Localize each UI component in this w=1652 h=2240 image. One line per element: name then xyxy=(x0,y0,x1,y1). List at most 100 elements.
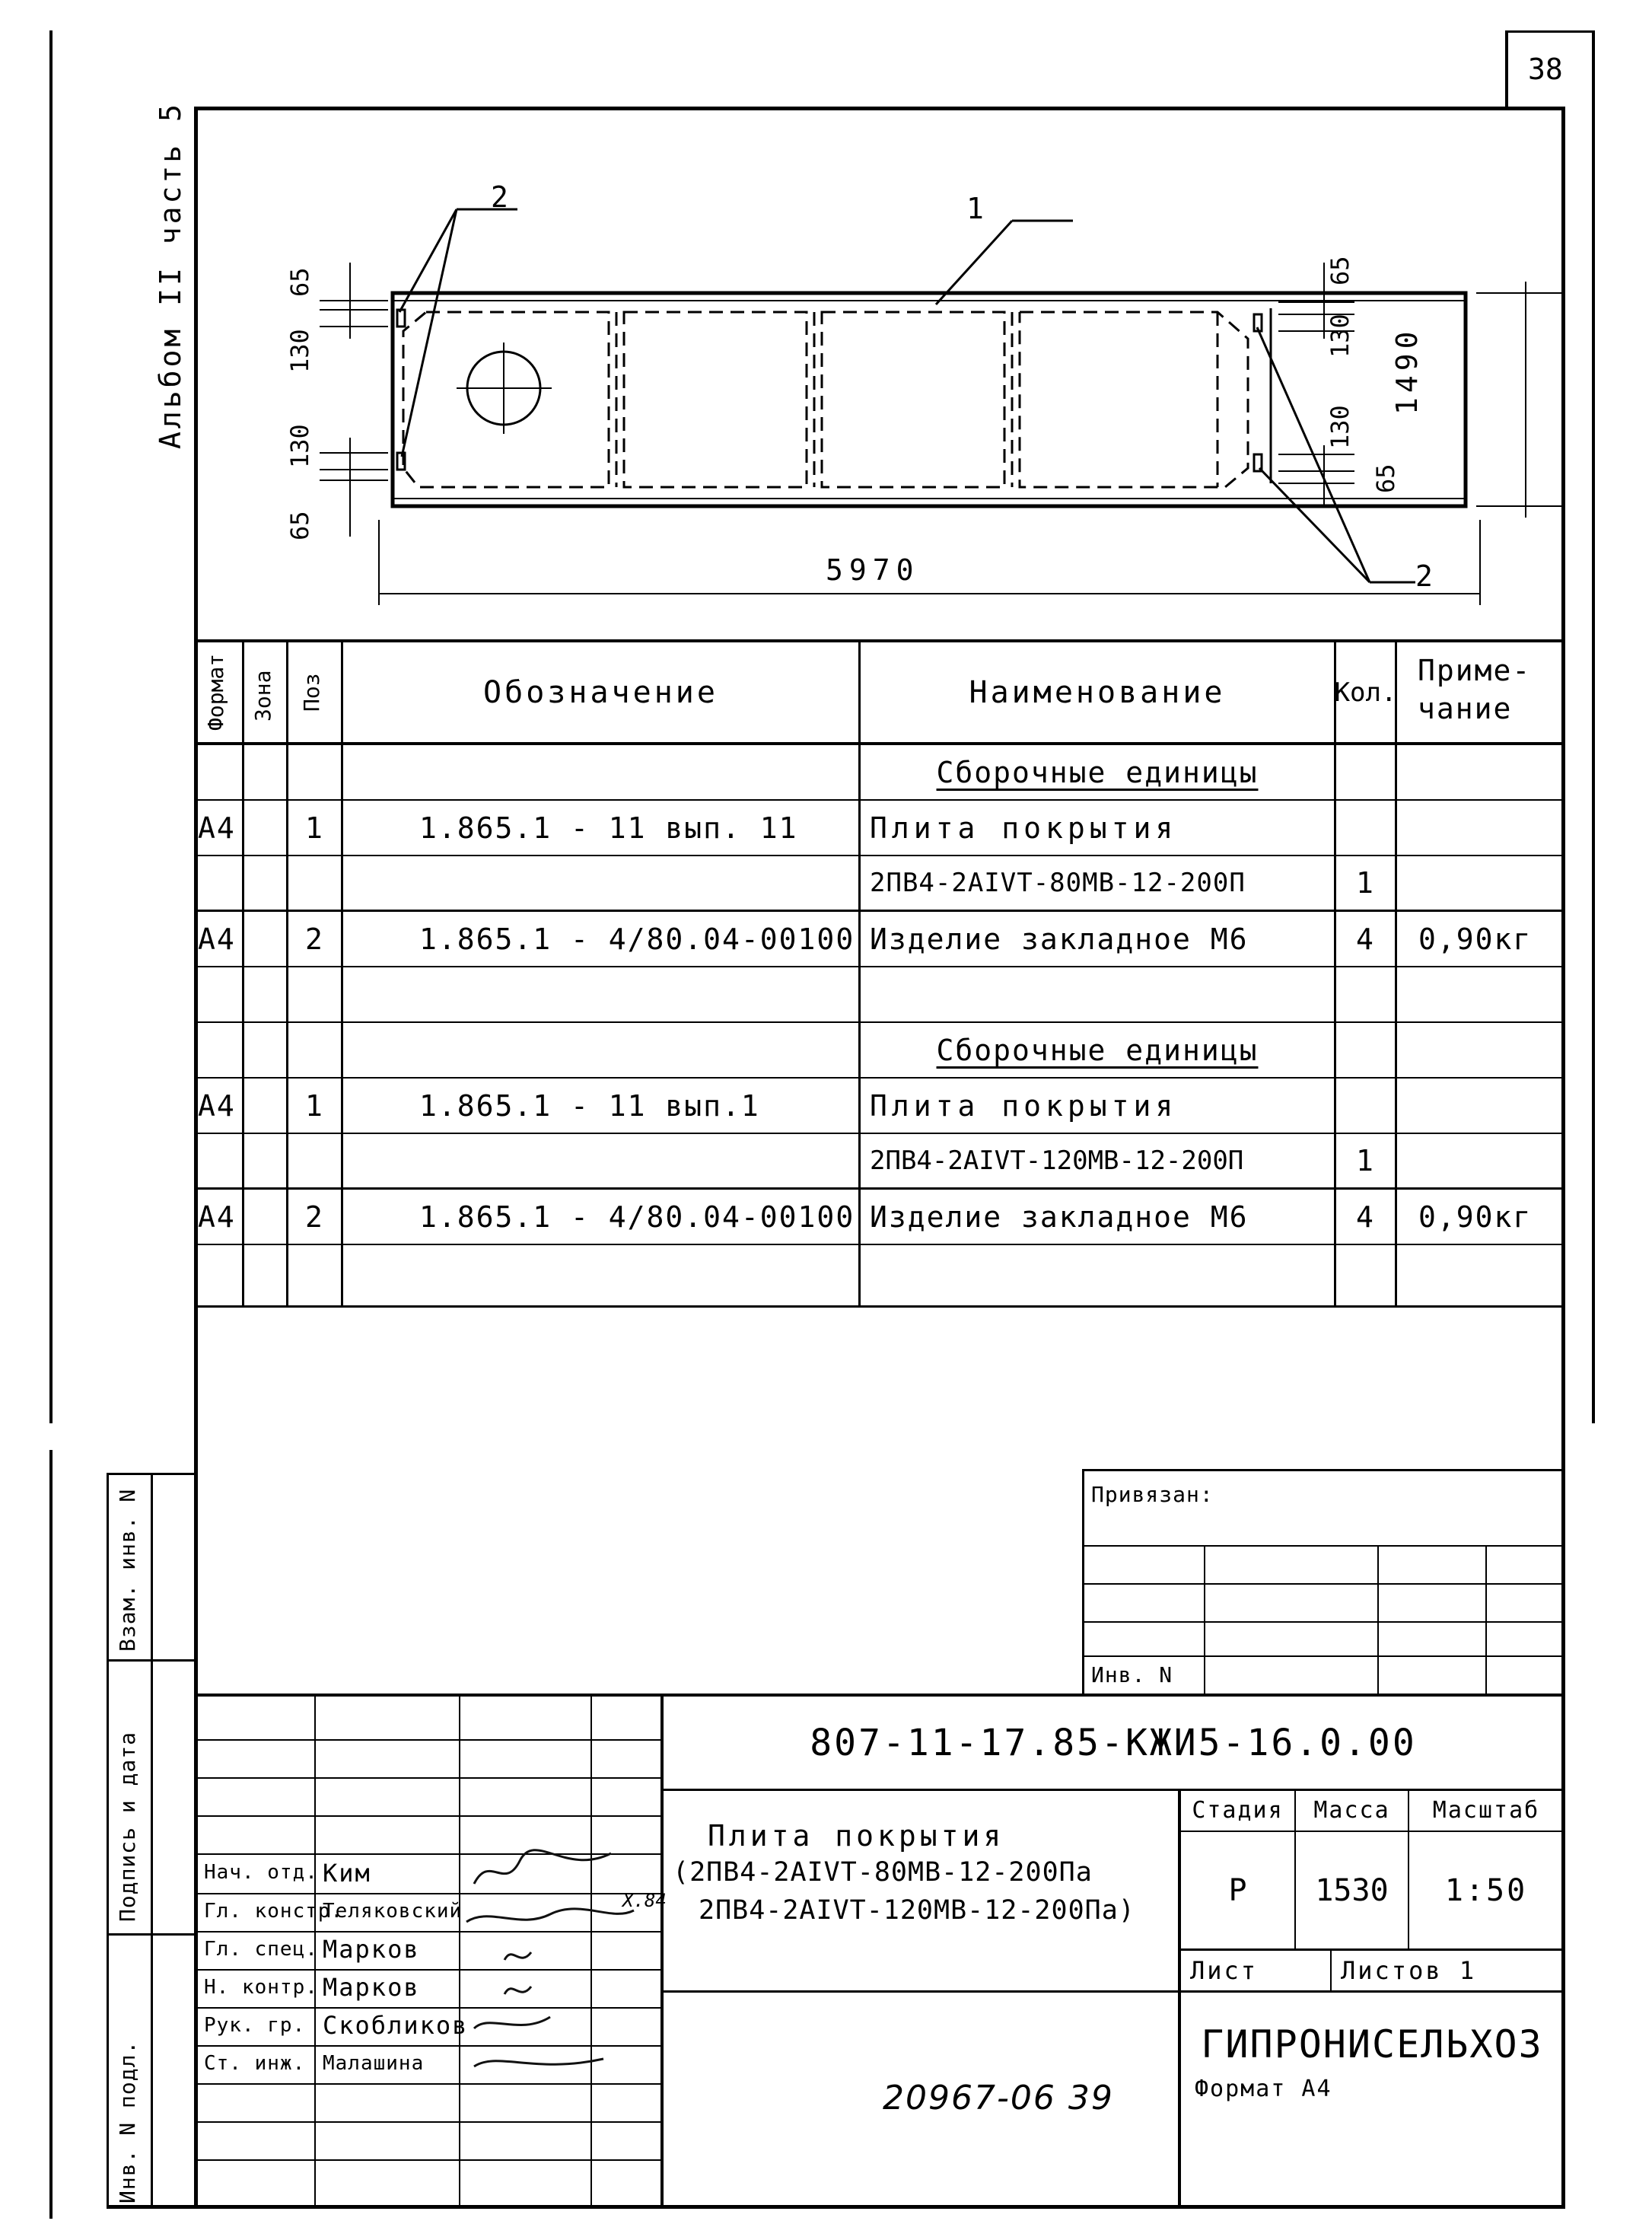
row-note: 0,90кг xyxy=(1418,1200,1533,1234)
person-role: Гл. констр. xyxy=(204,1900,344,1923)
sheets-label: Листов 1 xyxy=(1341,1956,1477,1985)
callout-2-bottom: 2 xyxy=(1415,559,1433,593)
side-stamp: Взам. инв. N Подпись и дата Инв. N подл. xyxy=(107,1473,196,2207)
side-vzam: Взам. инв. N xyxy=(115,1488,140,1652)
row-designation: 1.865.1 - 4/80.04-00100 xyxy=(419,1200,855,1234)
table-row: А4 2 1.865.1 - 4/80.04-00100 Изделие зак… xyxy=(196,912,1563,967)
person-name: Марков xyxy=(323,1973,420,2002)
table-row: Сборочные единицы xyxy=(196,745,1563,801)
row-name: Изделие закладное М6 xyxy=(870,922,1249,956)
row-qty: 4 xyxy=(1356,922,1375,956)
row-pos: 2 xyxy=(305,1200,324,1234)
left-margin-line xyxy=(49,30,53,1423)
table-row: А4 2 1.865.1 - 4/80.04-00100 Изделие зак… xyxy=(196,1190,1563,1245)
row-name: Изделие закладное М6 xyxy=(870,1200,1249,1234)
row-qty: 1 xyxy=(1356,866,1375,900)
person-name: Ким xyxy=(323,1859,371,1888)
row-format: А4 xyxy=(198,1200,236,1234)
frame-bottom xyxy=(107,2205,1565,2209)
row-qty: 4 xyxy=(1356,1200,1375,1234)
row-name: 2ПВ4-2АIVТ-80МВ-12-200П xyxy=(870,868,1246,898)
title-line-3: 2ПВ4-2АIVТ-120МВ-12-200Па) xyxy=(699,1895,1135,1926)
frame-left xyxy=(194,107,198,2207)
row-pos: 2 xyxy=(305,922,324,956)
sheet-box-left xyxy=(1505,30,1508,107)
person-role: Нач. отд. xyxy=(204,1861,318,1884)
signatures xyxy=(466,1849,635,2068)
dim-left-top-130: 130 xyxy=(285,329,314,373)
side-inv-podl: Инв. N подл. xyxy=(115,2040,140,2203)
person-role: Гл. спец. xyxy=(204,1938,318,1961)
embedded-plate xyxy=(396,308,406,328)
table-row xyxy=(196,1245,1563,1291)
row-designation: 1.865.1 - 11 вып.1 xyxy=(419,1088,760,1123)
table-row: А4 1 1.865.1 - 11 вып. 11 Плита покрытия xyxy=(196,801,1563,856)
person-role: Рук. гр. xyxy=(204,2014,306,2037)
title-block: Нач. отд. Ким Гл. констр. Теляковский Гл… xyxy=(196,1694,1563,2207)
embedded-plate xyxy=(1253,453,1263,473)
row-qty: 1 xyxy=(1356,1144,1375,1177)
person-role: Н. контр. xyxy=(204,1976,318,1999)
slab-outline xyxy=(390,291,1468,508)
person-name: Марков xyxy=(323,1935,420,1964)
row-format: А4 xyxy=(198,922,236,956)
handwritten-number: 20967-06 39 xyxy=(883,2079,1114,2117)
stage-value: Р xyxy=(1228,1872,1247,1908)
hdr-note-2: чание xyxy=(1418,692,1513,725)
scale-label: Масштаб xyxy=(1432,1797,1540,1824)
dim-right-top-65: 65 xyxy=(1326,256,1354,285)
row-designation: 1.865.1 - 4/80.04-00100 xyxy=(419,922,855,956)
row-format: А4 xyxy=(198,811,236,845)
sheet-number: 38 xyxy=(1528,53,1563,86)
hdr-designation: Обозначение xyxy=(483,674,718,710)
side-podpis: Подпись и дата xyxy=(115,1731,140,1922)
stage-label: Стадия xyxy=(1192,1797,1284,1824)
row-name: Сборочные единицы xyxy=(936,1033,1259,1067)
spec-rows: Сборочные единицы А4 1 1.865.1 - 11 вып.… xyxy=(196,745,1563,1305)
format-label: Формат А4 xyxy=(1195,2076,1332,2102)
sig-date: Х.84 xyxy=(622,1890,667,1911)
binding-attached-label: Привязан: xyxy=(1091,1482,1214,1507)
person-name: Малашина xyxy=(323,2052,425,2075)
dim-right-bot-130: 130 xyxy=(1326,405,1354,449)
hdr-zone: Зона xyxy=(250,670,275,722)
row-name: Плита покрытия xyxy=(870,1088,1178,1123)
album-label: Альбом II часть 5 xyxy=(154,101,187,449)
person-name: Теляковский xyxy=(323,1900,463,1923)
title-line-2: (2ПВ4-2АIVТ-80МВ-12-200Па xyxy=(673,1857,1093,1888)
row-note: 0,90кг xyxy=(1418,922,1533,956)
embedded-plate xyxy=(396,451,406,471)
sheet-box-top xyxy=(1505,30,1595,33)
table-row: 2ПВ4-2АIVТ-80МВ-12-200П 1 xyxy=(196,856,1563,912)
dim-width: 1490 xyxy=(1390,327,1424,415)
frame-right xyxy=(1561,107,1565,2207)
table-row: А4 1 1.865.1 - 11 вып.1 Плита покрытия xyxy=(196,1079,1563,1134)
slab-drawing xyxy=(320,208,1561,605)
row-name: Сборочные единицы xyxy=(936,755,1259,789)
doc-code: 807-11-17.85-КЖИ5-16.0.00 xyxy=(810,1721,1417,1764)
hdr-pos: Поз xyxy=(299,673,324,712)
title-line-1: Плита покрытия xyxy=(708,1819,1005,1853)
callout-2-top: 2 xyxy=(491,180,508,214)
frame-top xyxy=(194,107,1565,110)
row-pos: 1 xyxy=(305,811,324,845)
dim-left-top-65: 65 xyxy=(285,267,314,297)
dim-left-bot-130: 130 xyxy=(285,424,314,468)
left-margin-line-lower xyxy=(49,1450,53,2219)
spec-table: Формат Зона Поз Обозначение Наименование… xyxy=(196,639,1563,1308)
scale-value: 1:50 xyxy=(1444,1872,1528,1908)
dim-length: 5970 xyxy=(826,553,920,587)
person-role: Ст. инж. xyxy=(204,2052,306,2075)
row-designation: 1.865.1 - 11 вып. 11 xyxy=(419,811,798,845)
hdr-format: Формат xyxy=(203,653,228,731)
sheet-label: Лист xyxy=(1190,1956,1259,1985)
org-name: ГИПРОНИСЕЛЬХОЗ xyxy=(1201,2022,1543,2066)
dim-left-bot-65: 65 xyxy=(285,511,314,540)
person-name: Скобликов xyxy=(323,2011,469,2040)
row-format: А4 xyxy=(198,1088,236,1123)
table-row xyxy=(196,967,1563,1023)
table-row: 2ПВ4-2АIVТ-120МВ-12-200П 1 xyxy=(196,1134,1563,1190)
binding-inv-label: Инв. N xyxy=(1091,1662,1173,1687)
row-pos: 1 xyxy=(305,1088,324,1123)
mass-value: 1530 xyxy=(1315,1872,1389,1908)
